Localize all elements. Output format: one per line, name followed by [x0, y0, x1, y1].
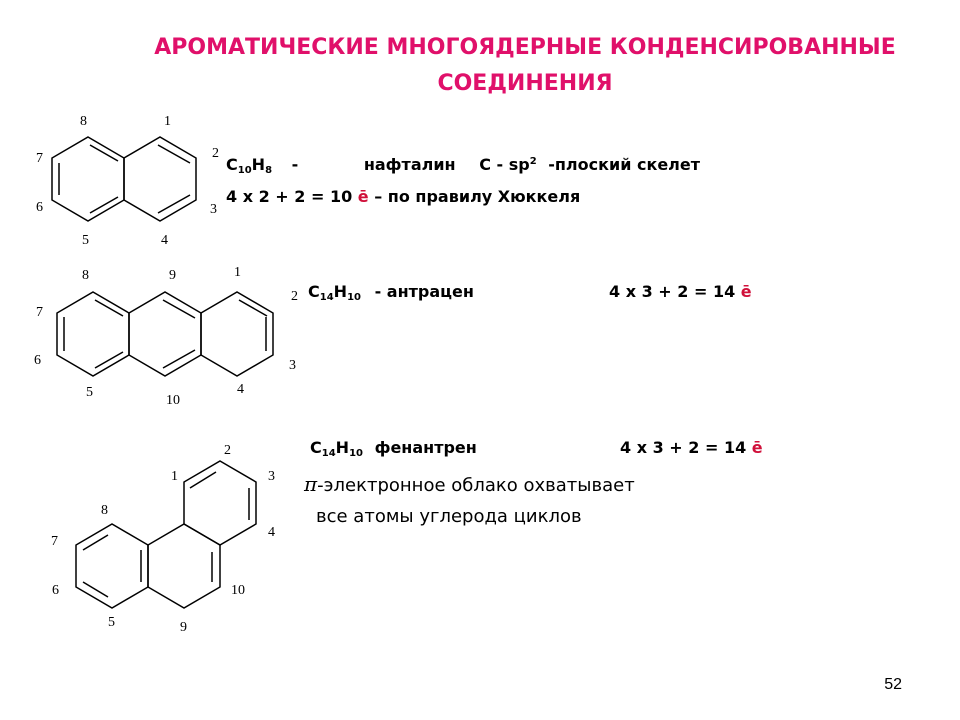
naph-hybridization: С - sp — [479, 155, 530, 174]
naph-formula-c: C — [226, 155, 238, 174]
phenanthrene-formula-line: C14H10 фенантрен — [310, 438, 477, 459]
phen-rule-prefix: 4 х 3 + 2 = 14 — [620, 438, 747, 457]
anth-formula-c-sub: 14 — [319, 292, 334, 303]
phen-formula-h: H — [335, 438, 350, 457]
page-number: 52 — [884, 676, 902, 693]
naph-num-5: 5 — [82, 233, 89, 248]
anth-num-7: 7 — [36, 305, 43, 320]
naph-num-7: 7 — [36, 151, 43, 166]
anth-num-5: 5 — [86, 385, 93, 400]
naph-electron: ē — [357, 187, 369, 206]
anthracene-rule: 4 х 3 + 2 = 14 ē — [609, 282, 752, 301]
phen-formula-h-sub: 10 — [349, 448, 363, 459]
pi-symbol: π — [304, 472, 318, 496]
naph-dash: - — [291, 155, 299, 174]
pi-cloud-line-1: π-электронное облако охватывает — [304, 472, 635, 496]
phen-num-3: 3 — [268, 469, 275, 484]
anth-num-8: 8 — [82, 268, 89, 283]
title-line-1: АРОМАТИЧЕСКИЕ МНОГОЯДЕРНЫЕ КОНДЕНСИРОВАН… — [154, 35, 896, 60]
anth-formula-h: H — [333, 282, 348, 301]
phen-formula-c: C — [310, 438, 322, 457]
naph-num-6: 6 — [36, 200, 43, 215]
title-line-2: СОЕДИНЕНИЯ — [437, 71, 613, 96]
anth-num-9: 9 — [169, 268, 176, 283]
phen-num-9: 9 — [180, 620, 187, 635]
phen-num-6: 6 — [52, 583, 59, 598]
phen-num-10: 10 — [231, 583, 245, 598]
phen-num-4: 4 — [268, 525, 275, 540]
naph-num-1: 1 — [164, 114, 171, 129]
pi-cloud-line-2: все атомы углерода циклов — [316, 506, 582, 527]
anth-num-3: 3 — [289, 358, 296, 373]
anth-rule-prefix: 4 х 3 + 2 = 14 — [609, 282, 736, 301]
naph-num-3: 3 — [210, 202, 217, 217]
phen-num-8: 8 — [101, 503, 108, 518]
anth-name: - антрацен — [374, 282, 474, 301]
anth-formula-h-sub: 10 — [347, 292, 361, 303]
naph-num-8: 8 — [80, 114, 87, 129]
naph-formula-h: H — [251, 155, 266, 174]
naphthalene-formula-line: C10H8 - нафталин С - sp2 -плоский скелет — [226, 155, 700, 176]
pi-line-1-text: -электронное облако охватывает — [317, 475, 635, 496]
slide-title: АРОМАТИЧЕСКИЕ МНОГОЯДЕРНЫЕ КОНДЕНСИРОВАН… — [90, 30, 960, 102]
phen-num-2: 2 — [224, 443, 231, 458]
naph-num-2: 2 — [212, 146, 219, 161]
anth-num-1: 1 — [234, 265, 241, 280]
naph-formula-h-sub: 8 — [265, 165, 273, 176]
anth-formula-c: C — [308, 282, 320, 301]
naph-formula-c-sub: 10 — [237, 165, 252, 176]
anth-num-10: 10 — [166, 393, 180, 408]
phen-num-1: 1 — [171, 469, 178, 484]
phen-num-7: 7 — [51, 534, 58, 549]
phen-electron: ē — [751, 438, 763, 457]
phen-num-5: 5 — [108, 615, 115, 630]
anth-electron: ē — [740, 282, 752, 301]
naph-num-4: 4 — [161, 233, 168, 248]
anth-num-6: 6 — [34, 353, 41, 368]
phenanthrene-rings — [75, 460, 257, 609]
naph-rule-suffix: – по правилу Хюккеля — [374, 187, 581, 206]
naph-name: нафталин — [363, 155, 456, 174]
naphthalene-huckel-line: 4 х 2 + 2 = 10 ē – по правилу Хюккеля — [226, 187, 580, 206]
anthracene-formula-line: C14H10 - антрацен — [308, 282, 474, 303]
naph-hyb-sup: 2 — [529, 156, 537, 167]
anth-num-2: 2 — [291, 289, 298, 304]
phen-name: фенантрен — [374, 438, 477, 457]
naph-skeleton: -плоский скелет — [548, 155, 701, 174]
anthracene-rings — [56, 291, 274, 377]
phen-formula-c-sub: 14 — [321, 448, 336, 459]
naph-rule-prefix: 4 х 2 + 2 = 10 — [226, 187, 353, 206]
phenanthrene-rule: 4 х 3 + 2 = 14 ē — [620, 438, 763, 457]
anth-num-4: 4 — [237, 382, 244, 397]
